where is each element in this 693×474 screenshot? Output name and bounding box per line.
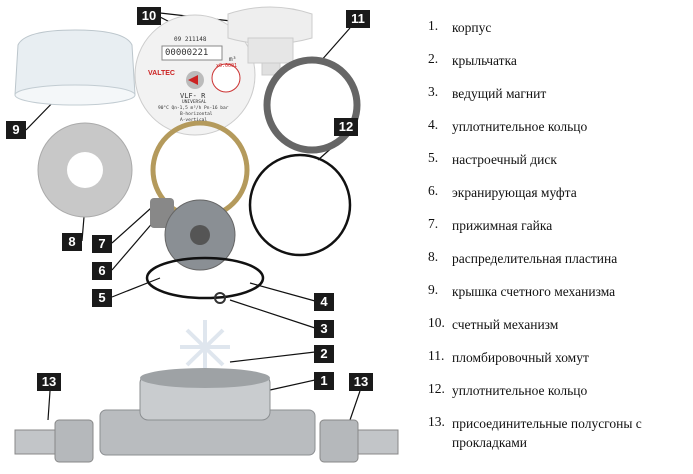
- meter-cover: [14, 29, 136, 106]
- legend-item: 8. распределительная пластина: [428, 249, 682, 268]
- type-label: UNIVERSAL: [182, 100, 207, 105]
- multiplier-label: x0.0001: [216, 63, 238, 69]
- callout-4: 4: [314, 293, 334, 311]
- callout-5: 5: [92, 289, 112, 307]
- mount-b-label: B-horizontal: [180, 112, 213, 117]
- parts-illustration: [14, 6, 399, 463]
- legend-number: 5.: [428, 150, 439, 165]
- callout-3: 3: [314, 320, 334, 338]
- legend-text: ведущий магнит: [452, 86, 547, 101]
- callout-2: 2: [314, 345, 334, 363]
- legend-number: 11.: [428, 348, 445, 363]
- legend-number: 9.: [428, 282, 439, 297]
- legend-text: присоединительные полусгоны с прокладкам…: [452, 416, 642, 450]
- register-housing: [227, 6, 313, 76]
- legend-text: распределительная пластина: [452, 251, 618, 266]
- legend-item: 9. крышка счетного механизма: [428, 282, 682, 301]
- callout-9: 9: [6, 121, 26, 139]
- legend-item: 13. присоединительные полусгоны с проклад…: [428, 414, 682, 452]
- legend-item: 1. корпус: [428, 18, 682, 37]
- drive-magnet: [214, 292, 226, 304]
- callout-10: 10: [137, 7, 161, 25]
- o-ring-small: [145, 256, 265, 300]
- legend-number: 7.: [428, 216, 439, 231]
- legend-item: 5. настроечный диск: [428, 150, 682, 169]
- brand-logo: VALTEC: [148, 70, 175, 77]
- legend-text: пломбировочный хомут: [452, 350, 589, 365]
- callout-6: 6: [92, 262, 112, 280]
- meter-body: [99, 368, 316, 456]
- legend-item: 10. счетный механизм: [428, 315, 682, 334]
- legend-item: 2. крыльчатка: [428, 51, 682, 70]
- legend-text: счетный механизм: [452, 317, 559, 332]
- legend-text: крышка счетного механизма: [452, 284, 616, 299]
- impeller: [180, 320, 230, 375]
- legend-number: 6.: [428, 183, 439, 198]
- callout-13-left: 13: [37, 373, 61, 391]
- legend-text: настроечный диск: [452, 152, 557, 167]
- mount-a-label: A-vertical: [180, 118, 208, 123]
- legend-item: 4. уплотнительное кольцо: [428, 117, 682, 136]
- legend-text: крыльчатка: [452, 53, 517, 68]
- legend-text: корпус: [452, 20, 492, 35]
- legend-number: 8.: [428, 249, 439, 264]
- leader-lines: [25, 12, 361, 421]
- legend-number: 2.: [428, 51, 439, 66]
- callout-13-right: 13: [349, 373, 373, 391]
- meter-unit: m³: [229, 56, 237, 63]
- legend-item: 11. пломбировочный хомут: [428, 348, 682, 367]
- legend-number: 1.: [428, 18, 439, 33]
- legend-item: 7. прижимная гайка: [428, 216, 682, 235]
- meter-serial: 09 211148: [174, 36, 207, 43]
- callout-12: 12: [334, 118, 358, 136]
- legend-number: 4.: [428, 117, 439, 132]
- sealing-clamp: [263, 56, 361, 154]
- legend-text: уплотнительное кольцо: [452, 119, 588, 134]
- o-ring-large: [248, 153, 352, 257]
- callout-8: 8: [62, 233, 82, 251]
- legend-text: прижимная гайка: [452, 218, 553, 233]
- model-label: VLF- R: [180, 92, 206, 100]
- callout-7: 7: [92, 235, 112, 253]
- union-fittings: [14, 419, 399, 463]
- legend-item: 12. уплотнительное кольцо: [428, 381, 682, 400]
- legend-number: 12.: [428, 381, 445, 396]
- spec-label: 90°C Qn-1,5 m³/h Pn-16 bar: [158, 106, 229, 111]
- legend-text: экранирующая муфта: [452, 185, 577, 200]
- meter-reading: 00000221: [165, 48, 209, 58]
- callout-1: 1: [314, 372, 334, 390]
- legend-item: 3. ведущий магнит: [428, 84, 682, 103]
- legend-number: 10.: [428, 315, 445, 330]
- legend-number: 13.: [428, 414, 445, 429]
- legend-item: 6. экранирующая муфта: [428, 183, 682, 202]
- legend-number: 3.: [428, 84, 439, 99]
- callout-11: 11: [346, 10, 370, 28]
- legend-text: уплотнительное кольцо: [452, 383, 588, 398]
